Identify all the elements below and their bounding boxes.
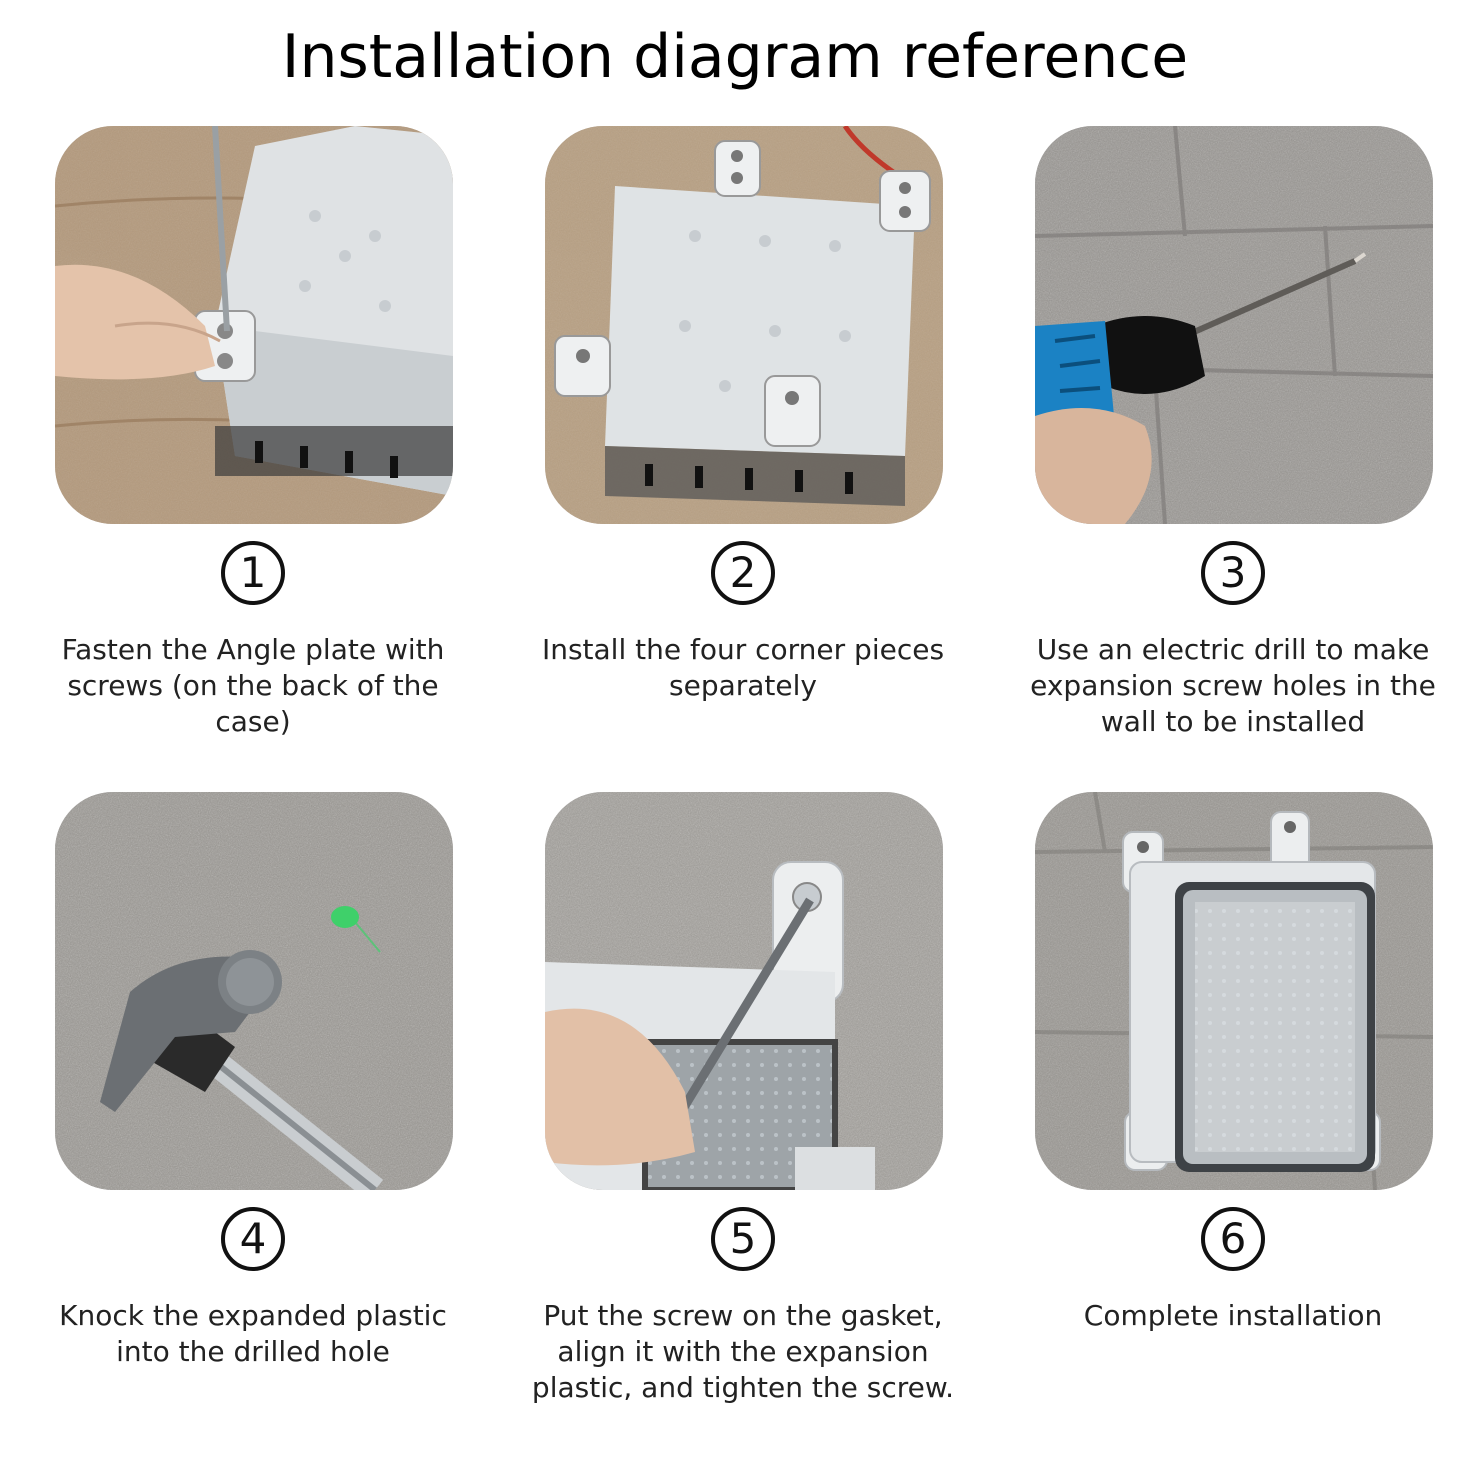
page-title: Installation diagram reference xyxy=(281,22,1189,92)
step-5-photo xyxy=(545,792,943,1190)
step-4-photo xyxy=(55,792,453,1190)
step-1-illustration xyxy=(55,126,453,524)
step-1-number: 1 xyxy=(221,541,285,605)
step-3-photo xyxy=(1035,126,1433,524)
step-2-number: 2 xyxy=(711,541,775,605)
step-3-illustration xyxy=(1035,126,1433,524)
step-4-number: 4 xyxy=(221,1207,285,1271)
step-4-illustration xyxy=(55,792,453,1190)
step-6-caption: Complete installation xyxy=(1083,1299,1383,1332)
step-5-caption: Put the screw on the gasket, align it wi… xyxy=(531,1299,955,1404)
step-6-illustration xyxy=(1035,792,1433,1190)
step-3-caption: Use an electric drill to make expansion … xyxy=(1030,633,1436,738)
step-2-caption: Install the four corner pieces separatel… xyxy=(541,633,945,702)
step-5-number: 5 xyxy=(711,1207,775,1271)
step-1-photo xyxy=(55,126,453,524)
step-2-illustration xyxy=(545,126,943,524)
step-5-illustration xyxy=(545,792,943,1190)
step-6-number: 6 xyxy=(1201,1207,1265,1271)
step-3-number: 3 xyxy=(1201,541,1265,605)
step-6-photo xyxy=(1035,792,1433,1190)
step-1-caption: Fasten the Angle plate with screws (on t… xyxy=(61,633,445,738)
step-2-photo xyxy=(545,126,943,524)
step-4-caption: Knock the expanded plastic into the dril… xyxy=(59,1299,447,1368)
